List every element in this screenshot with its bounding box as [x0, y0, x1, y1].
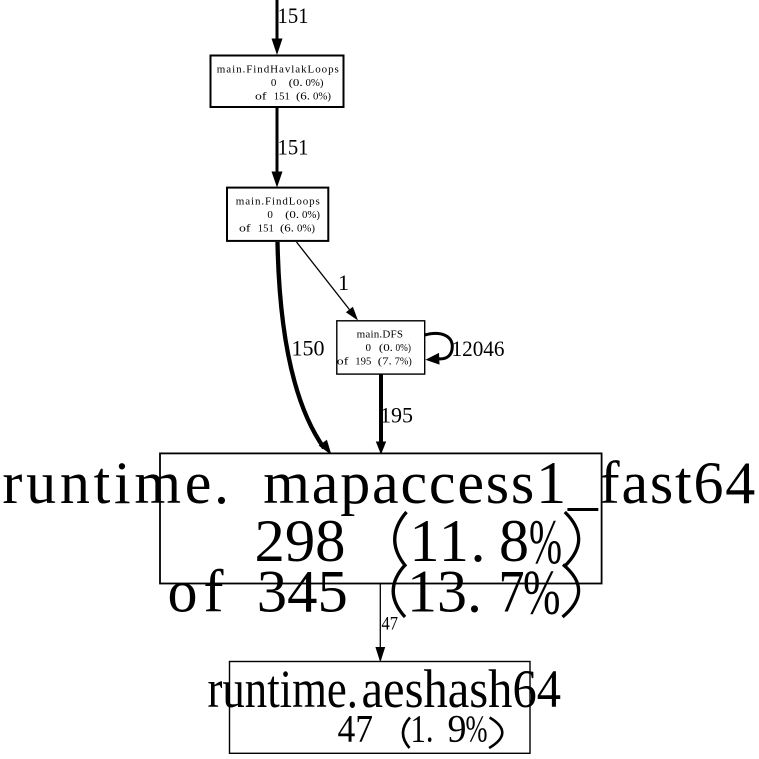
svg-text:12046: 12046: [452, 336, 505, 361]
svg-text:7: 7: [499, 559, 525, 625]
svg-text:%: %: [466, 709, 488, 751]
svg-text:11.: 11.: [410, 508, 486, 574]
svg-text:0: 0: [267, 209, 273, 221]
svg-text:151: 151: [274, 90, 290, 102]
svg-text:0%): 0%): [396, 342, 412, 354]
svg-text:0%): 0%): [302, 209, 320, 221]
svg-text:0%): 0%): [313, 90, 331, 102]
svg-text:main.DFS: main.DFS: [357, 329, 403, 341]
svg-text:345: 345: [257, 559, 348, 625]
svg-text:151: 151: [278, 3, 309, 28]
svg-text:%: %: [529, 506, 562, 577]
svg-text:(6.: (6.: [280, 222, 294, 234]
svg-text:195: 195: [355, 356, 371, 368]
svg-text:main.FindHavlakLoops: main.FindHavlakLoops: [217, 63, 339, 75]
svg-text:150: 150: [292, 336, 325, 361]
svg-text:of: of: [168, 559, 224, 625]
svg-text:of: of: [255, 90, 267, 102]
svg-text:13.: 13.: [407, 559, 482, 625]
svg-text:195: 195: [380, 402, 413, 427]
svg-text:151: 151: [258, 222, 274, 234]
svg-text:of: of: [337, 356, 349, 368]
svg-text:1.: 1.: [411, 708, 434, 751]
svg-text:9: 9: [448, 708, 467, 751]
svg-text:runtime: runtime: [2, 450, 211, 516]
svg-text:47: 47: [338, 708, 374, 751]
svg-text:(6.: (6.: [296, 90, 310, 102]
svg-text:of: of: [239, 222, 251, 234]
svg-text:(7.: (7.: [378, 356, 392, 368]
svg-text:0%): 0%): [297, 222, 315, 234]
svg-text:1: 1: [338, 270, 349, 295]
svg-text:main.FindLoops: main.FindLoops: [236, 195, 320, 207]
svg-text:(0.: (0.: [285, 209, 299, 221]
svg-text:(0.: (0.: [289, 77, 303, 89]
svg-text:(0.: (0.: [379, 342, 393, 354]
svg-text:298: 298: [255, 508, 346, 574]
svg-text:151: 151: [278, 135, 309, 160]
svg-text:0: 0: [271, 77, 277, 89]
svg-text:7%): 7%): [395, 356, 412, 368]
svg-text:aeshash64: aeshash64: [362, 659, 562, 719]
svg-text:47: 47: [382, 613, 399, 634]
svg-text:0: 0: [366, 342, 372, 354]
svg-text:.: .: [214, 450, 229, 516]
svg-text:runtime.: runtime.: [208, 659, 359, 719]
svg-text:0%): 0%): [306, 77, 324, 89]
svg-text:%: %: [523, 557, 561, 628]
svg-text:8: 8: [499, 508, 529, 574]
